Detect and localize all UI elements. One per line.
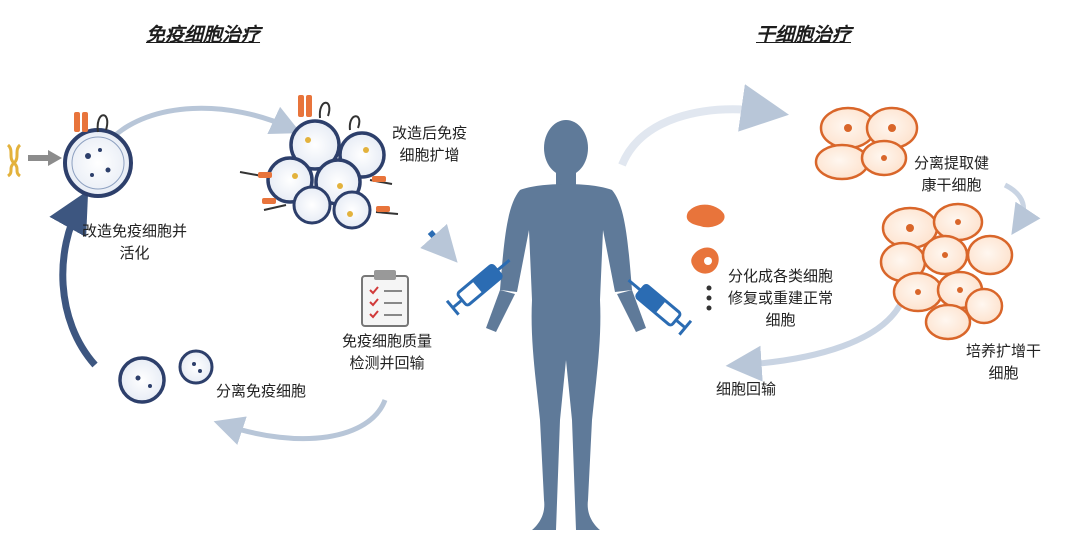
isolated-immune-cells — [118, 349, 214, 404]
syringe-right-icon — [627, 278, 693, 336]
label-culture-expand: 培养扩增干 细胞 — [966, 342, 1042, 382]
expanded-stem-cells — [879, 202, 1014, 341]
expanded-cell-cluster — [239, 95, 399, 230]
healthy-stem-cells — [814, 106, 919, 181]
clipboard-icon — [361, 270, 409, 327]
label-isolate-stem: 分离提取健 康干细胞 — [914, 154, 990, 194]
label-qc-infuse: 免疫细胞质量 检测并回输 — [342, 332, 433, 372]
engineered-immune-cell — [63, 112, 133, 198]
differentiated-cells — [686, 204, 725, 311]
label-isolate-immune: 分离免疫细胞 — [216, 382, 307, 400]
syringe-left-icon — [445, 258, 511, 316]
stem-cycle-arrows — [618, 84, 1041, 382]
label-reinfuse: 细胞回输 — [716, 380, 777, 398]
immune-cycle-arrows — [49, 105, 458, 445]
label-expand: 改造后免疫 细胞扩增 — [392, 124, 468, 164]
label-engineer-activate: 改造免疫细胞并 活化 — [82, 222, 188, 262]
dna-icon — [6, 143, 22, 178]
human-body-silhouette — [486, 120, 646, 530]
label-differentiate: 分化成各类细胞 修复或重建正常 细胞 — [728, 267, 834, 329]
immune-therapy-title: 免疫细胞治疗 — [146, 24, 261, 46]
stem-cell-therapy-title: 干细胞治疗 — [756, 24, 852, 46]
